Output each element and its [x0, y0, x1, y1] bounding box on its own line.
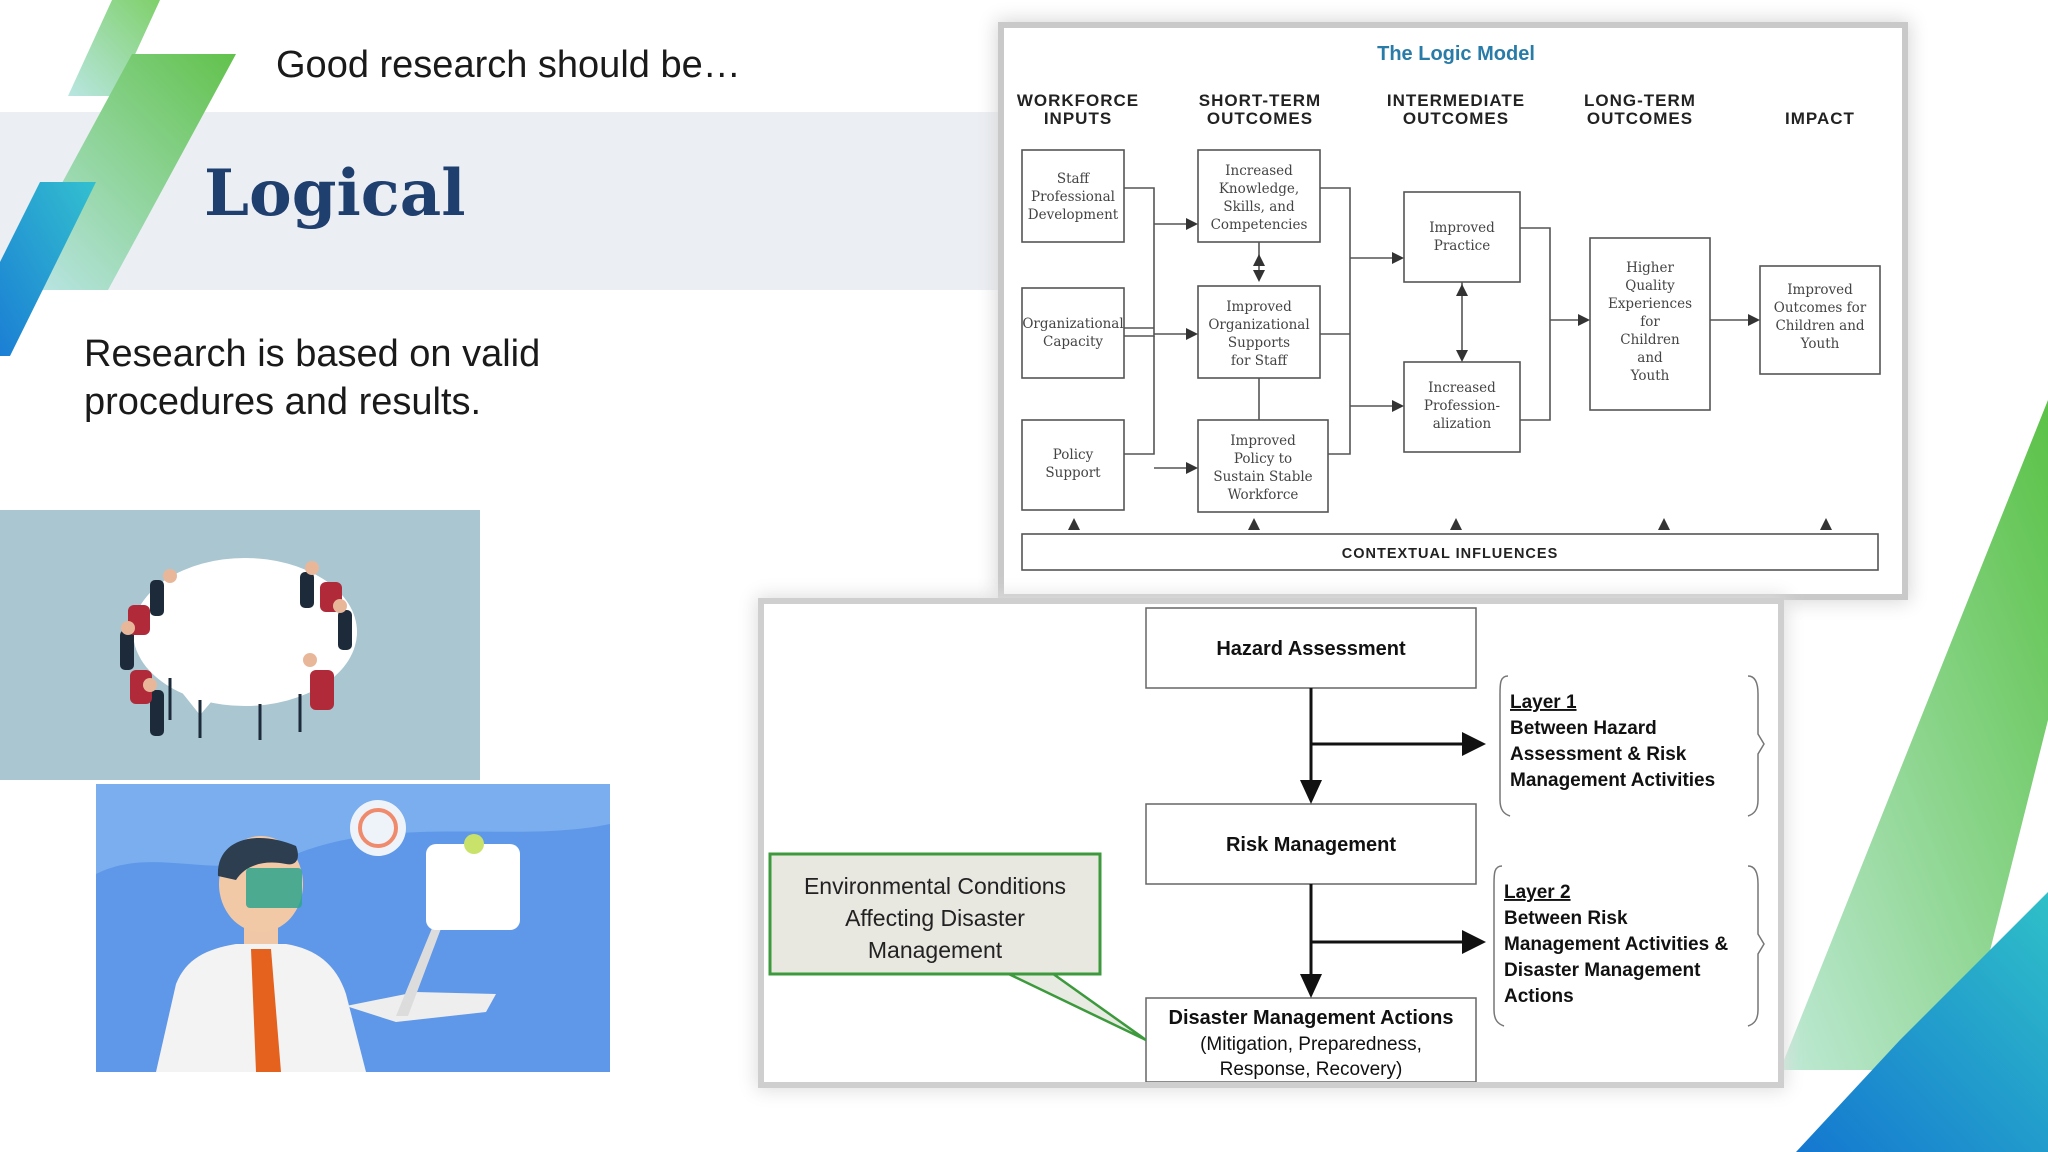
input-policy-l1: Policy	[1053, 447, 1094, 463]
short-policy-l4: Workforce	[1228, 487, 1299, 503]
input-capacity-l1: Organizational	[1022, 316, 1123, 332]
layer1-title: Layer 1	[1510, 692, 1577, 713]
short-knowledge-l1: Increased	[1225, 163, 1293, 179]
stripe-top-left	[68, 0, 160, 96]
long-l7: Youth	[1630, 368, 1670, 384]
layer1-left-bracket	[1499, 675, 1511, 817]
col-head-long-2: OUTCOMES	[1587, 109, 1693, 128]
short-knowledge-l4: Competencies	[1211, 217, 1308, 233]
disaster-actions-title: Disaster Management Actions	[1169, 1007, 1454, 1029]
inter-practice-l2: Practice	[1434, 238, 1490, 254]
short-knowledge-l2: Knowledge,	[1219, 181, 1299, 197]
col-head-inputs-1: WORKFORCE	[1017, 91, 1139, 110]
col-head-short-1: SHORT-TERM	[1199, 91, 1321, 110]
short-policy-l1: Improved	[1230, 433, 1296, 449]
environment-l1: Environmental Conditions	[804, 873, 1066, 899]
short-supports-l1: Improved	[1226, 299, 1292, 315]
col-head-inputs-2: INPUTS	[1044, 109, 1112, 128]
input-box-staff	[1021, 149, 1125, 243]
inter-profession-l2: Profession-	[1424, 398, 1500, 414]
impact-l2: Outcomes for	[1774, 300, 1867, 316]
flow-arrowheads	[1300, 732, 1486, 998]
long-l3: Experiences	[1608, 296, 1692, 312]
short-box-policy	[1197, 419, 1329, 513]
impact-l3: Children and	[1775, 318, 1864, 334]
impact-l4: Youth	[1800, 336, 1840, 352]
long-l4: for	[1640, 314, 1660, 330]
layer2-title: Layer 2	[1504, 882, 1571, 903]
disaster-management-diagram: Hazard Assessment Risk Management Disast…	[764, 604, 1778, 1083]
logic-model-connectors	[1124, 187, 1748, 469]
man-with-laptop-illustration	[96, 784, 610, 1072]
short-supports-l4: for Staff	[1231, 353, 1289, 369]
logic-model-diagram: The Logic Model WORKFORCE INPUTS SHORT-T…	[1004, 28, 1902, 594]
risk-management-label: Risk Management	[1226, 834, 1396, 856]
layer1-l2: Assessment & Risk	[1510, 744, 1687, 765]
long-box-experiences	[1589, 237, 1711, 411]
risk-management-box	[1145, 803, 1477, 885]
layer2-l1: Between Risk	[1504, 908, 1628, 929]
inter-profession-l3: alization	[1433, 416, 1492, 432]
col-head-long-1: LONG-TERM	[1584, 91, 1696, 110]
input-staff-l3: Development	[1028, 207, 1119, 223]
disaster-actions-sub2: Response, Recovery)	[1220, 1059, 1403, 1080]
contextual-influences-bar	[1021, 533, 1879, 571]
body-text: Research is based on valid procedures an…	[84, 333, 541, 423]
environment-callout-pointer	[991, 964, 1147, 1042]
input-staff-l1: Staff	[1057, 171, 1091, 187]
impact-l1: Improved	[1787, 282, 1853, 298]
meeting-table-illustration	[0, 510, 480, 780]
environment-l3: Management	[868, 937, 1003, 963]
short-supports-l3: Supports	[1228, 335, 1290, 351]
long-l1: Higher	[1626, 260, 1674, 276]
environment-callout-box	[768, 852, 1102, 976]
logic-model-arrowheads	[1068, 218, 1832, 530]
short-supports-l2: Organizational	[1208, 317, 1309, 333]
hazard-assessment-label: Hazard Assessment	[1216, 638, 1406, 660]
long-l2: Quality	[1625, 278, 1675, 294]
short-knowledge-l3: Skills, and	[1223, 199, 1295, 215]
inter-profession-l1: Increased	[1428, 380, 1496, 396]
layer2-l3: Disaster Management	[1504, 960, 1701, 981]
impact-box	[1759, 265, 1881, 375]
contextual-influences-label: CONTEXTUAL INFLUENCES	[1342, 546, 1559, 562]
col-head-short-2: OUTCOMES	[1207, 109, 1313, 128]
layer2-l2: Management Activities &	[1504, 934, 1728, 955]
tagline: Good research should be…	[276, 44, 741, 86]
short-policy-l2: Policy to	[1234, 451, 1292, 467]
disaster-actions-box	[1145, 997, 1477, 1083]
long-l6: and	[1637, 350, 1663, 366]
col-head-inter-1: INTERMEDIATE	[1387, 91, 1525, 110]
inter-practice-l1: Improved	[1429, 220, 1495, 236]
title-band	[0, 112, 1010, 290]
long-l5: Children	[1620, 332, 1680, 348]
disaster-actions-sub1: (Mitigation, Preparedness,	[1200, 1034, 1422, 1055]
layer2-left-bracket	[1493, 865, 1505, 1027]
flow-lines	[1309, 688, 1464, 980]
short-box-supports	[1197, 285, 1321, 379]
logic-model-title: The Logic Model	[1377, 43, 1535, 65]
layer2-l4: Actions	[1504, 986, 1574, 1007]
input-capacity-l2: Capacity	[1043, 334, 1103, 350]
input-policy-l2: Support	[1045, 465, 1101, 481]
slide-title: Logical	[204, 156, 466, 231]
col-head-impact: IMPACT	[1785, 109, 1855, 128]
short-policy-l3: Sustain Stable	[1213, 469, 1312, 485]
col-head-inter-2: OUTCOMES	[1403, 109, 1509, 128]
inter-box-profession	[1403, 361, 1521, 453]
input-box-policy	[1021, 419, 1125, 511]
layer1-right-bracket	[1747, 675, 1765, 817]
stripe-blue-right	[1796, 892, 2048, 1152]
inter-box-practice	[1403, 191, 1521, 283]
layer1-l3: Management Activities	[1510, 770, 1715, 791]
layer1-l1: Between Hazard	[1510, 718, 1657, 739]
layer2-right-bracket	[1747, 865, 1765, 1027]
environment-l2: Affecting Disaster	[845, 905, 1025, 931]
input-box-capacity	[1021, 287, 1125, 379]
input-staff-l2: Professional	[1031, 189, 1115, 205]
